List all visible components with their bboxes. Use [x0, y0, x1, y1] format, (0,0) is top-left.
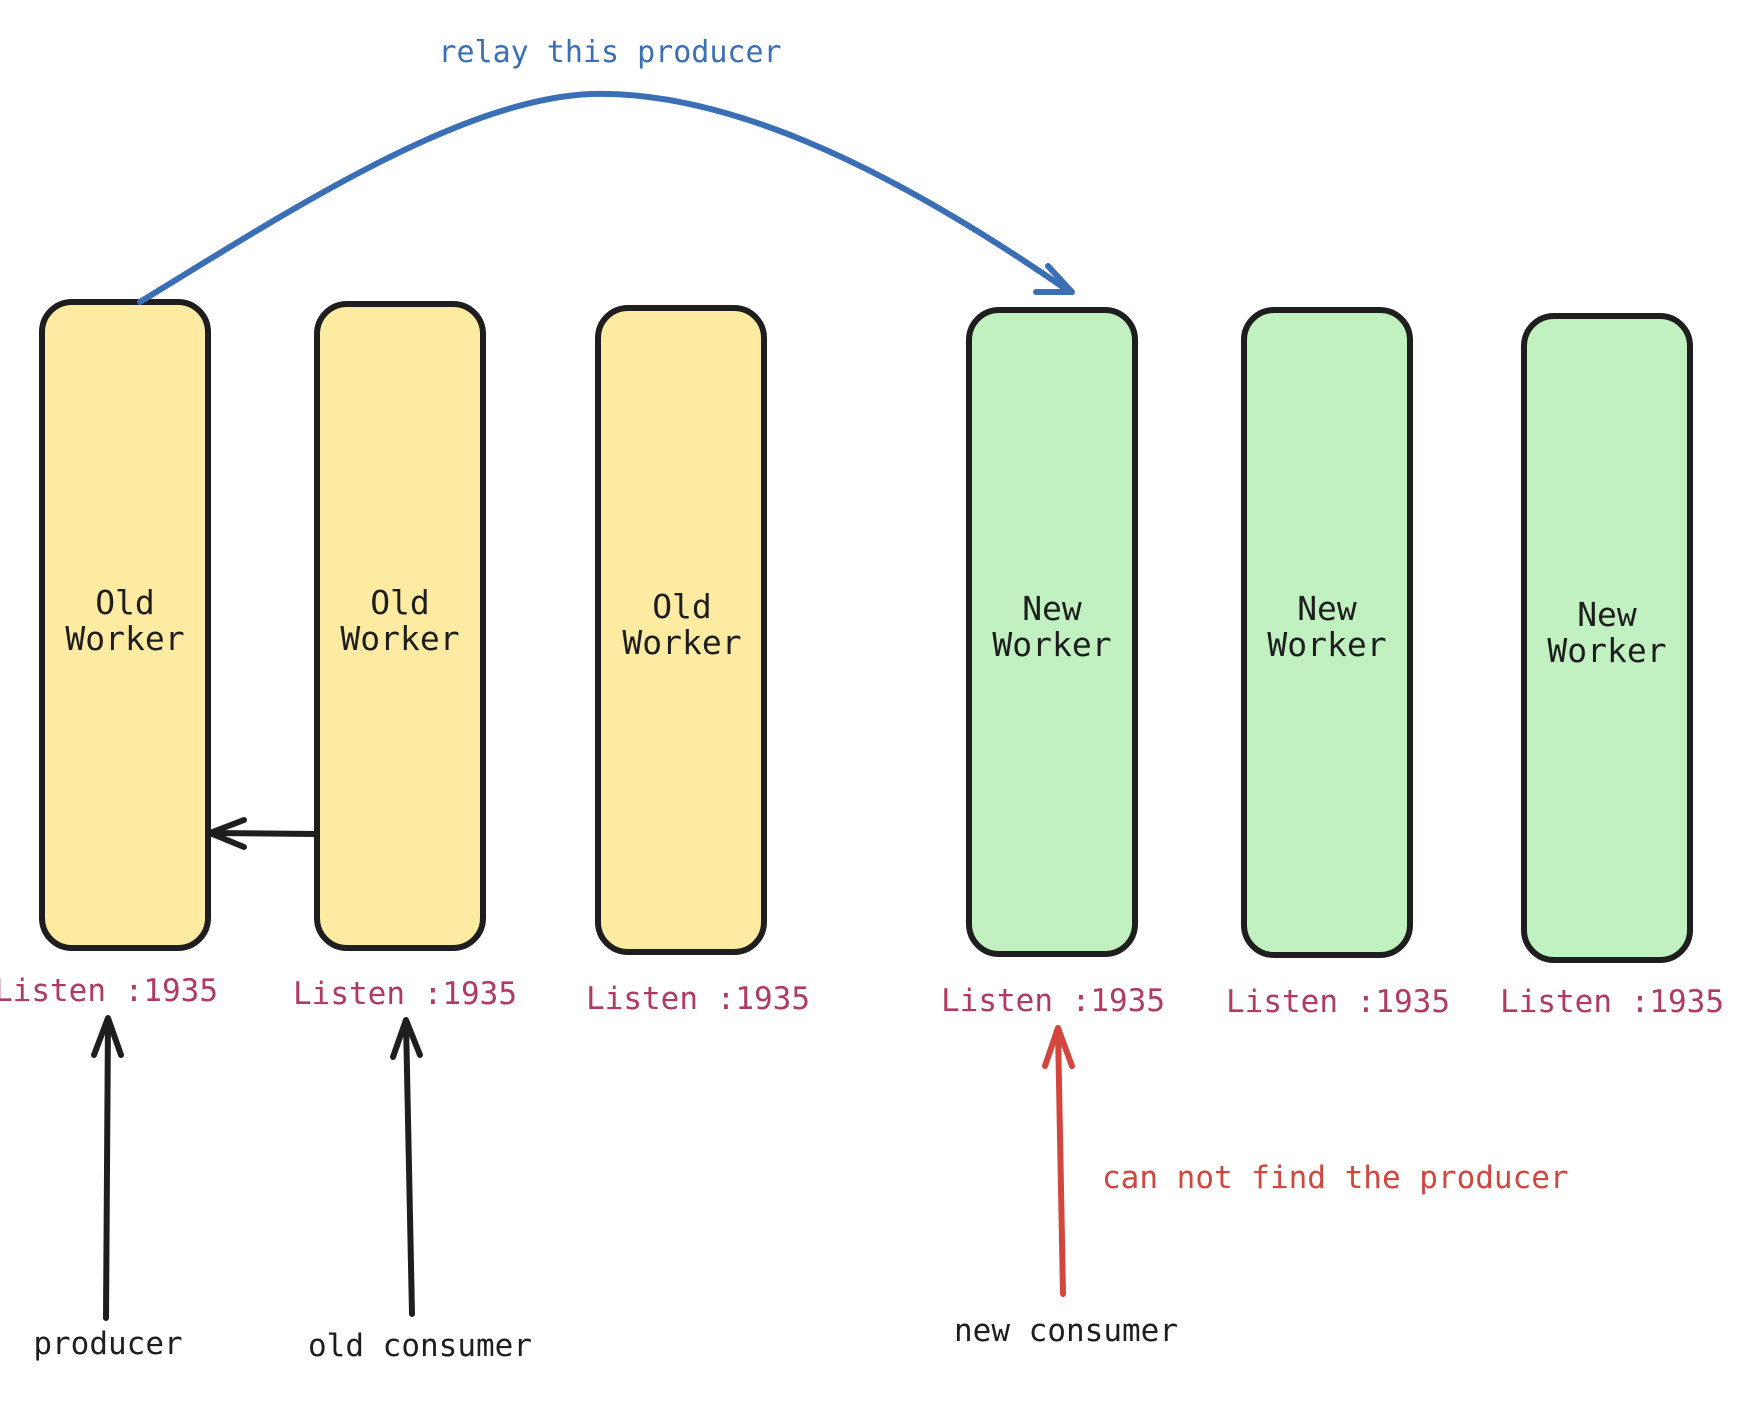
old-worker-1: Old Worker	[39, 299, 211, 951]
old-worker-3: Old Worker	[595, 305, 767, 955]
new-worker-1-box	[966, 307, 1138, 957]
new-worker-1: New Worker	[966, 307, 1138, 957]
new-consumer-arrow-head	[1042, 1025, 1075, 1069]
old-worker-2: Old Worker	[314, 301, 486, 951]
old-worker-3-label-line1: Old	[652, 587, 712, 626]
forward-arrow-line	[209, 830, 320, 837]
old-worker-1-label-line1: Old	[95, 583, 155, 622]
new-consumer-label: new consumer	[954, 1313, 1178, 1349]
producer-arrow-head	[91, 1015, 124, 1058]
old-worker-2-box	[314, 301, 486, 951]
listen-label-1: Listen :1935	[0, 973, 218, 1009]
listen-label-3: Listen :1935	[586, 981, 810, 1017]
new-worker-2-box	[1241, 307, 1413, 958]
old-worker-2-label-line1: Old	[370, 583, 430, 622]
old-worker-1-box	[39, 299, 211, 951]
new-worker-2-label-line2: Worker	[1267, 625, 1386, 664]
producer-arrow-line	[103, 1017, 111, 1321]
new-worker-3-label-line2: Worker	[1547, 631, 1666, 670]
listen-label-2: Listen :1935	[293, 976, 517, 1012]
new-worker-3-label-line1: New	[1577, 595, 1637, 634]
new-worker-2: New Worker	[1241, 307, 1413, 958]
relay-label: relay this producer	[438, 35, 781, 70]
new-worker-1-label-line1: New	[1022, 589, 1082, 628]
old-worker-3-box	[595, 305, 767, 955]
new-consumer-arrow-line	[1055, 1027, 1066, 1297]
forward-arrow-head	[207, 817, 247, 850]
old-consumer-arrow-line	[403, 1019, 415, 1317]
relay-arrow	[137, 90, 1075, 305]
old-worker-1-label-line2: Worker	[65, 619, 184, 658]
producer-arrow	[91, 1015, 124, 1321]
old-worker-2-label-line2: Worker	[340, 619, 459, 658]
new-consumer-arrow	[1042, 1025, 1075, 1297]
relay-arrow-head	[1033, 263, 1075, 295]
old-consumer-label: old consumer	[308, 1328, 532, 1364]
new-worker-3: New Worker	[1521, 313, 1693, 963]
listen-label-5: Listen :1935	[1226, 984, 1450, 1020]
old-worker-3-label-line2: Worker	[622, 623, 741, 662]
new-worker-1-label-line2: Worker	[992, 625, 1111, 664]
relay-arrow-curve	[137, 90, 1073, 305]
forward-arrow	[207, 817, 320, 850]
producer-label: producer	[33, 1326, 182, 1362]
old-consumer-arrow	[390, 1017, 423, 1317]
listen-label-4: Listen :1935	[941, 983, 1165, 1019]
old-consumer-arrow-head	[390, 1017, 423, 1060]
new-worker-3-box	[1521, 313, 1693, 963]
new-worker-2-label-line1: New	[1297, 589, 1357, 628]
listen-label-6: Listen :1935	[1500, 984, 1724, 1020]
warning-label: can not find the producer	[1102, 1160, 1569, 1196]
